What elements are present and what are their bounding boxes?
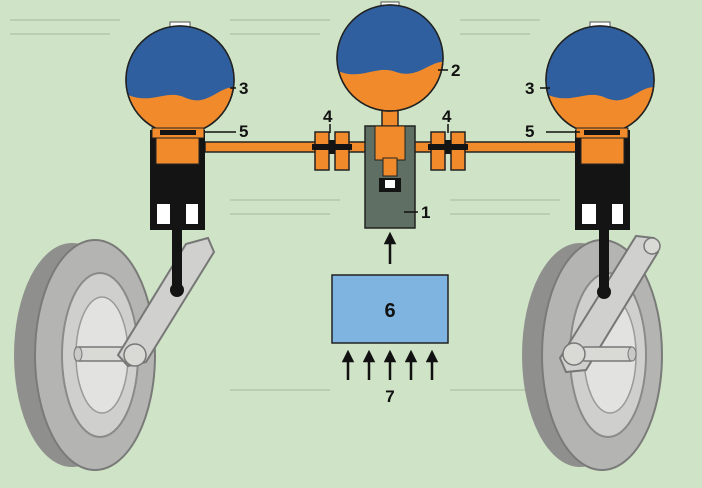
- right-valve-label: 4: [442, 107, 452, 126]
- left-valve-label: 4: [323, 107, 333, 126]
- pump: [364, 125, 416, 229]
- input-arrows: [341, 349, 439, 380]
- left-damper-label: 5: [239, 122, 248, 141]
- inputs-label: 7: [385, 387, 394, 406]
- left-sphere-leaders: [205, 87, 236, 133]
- valve-label-leaders: [329, 124, 449, 133]
- right-axle: [562, 342, 637, 366]
- left-strut: [150, 130, 205, 297]
- right-control-arm: [558, 234, 661, 374]
- right-sphere-leaders: [540, 87, 580, 133]
- right-sphere-label: 3: [525, 79, 534, 98]
- right-valve: [428, 131, 468, 171]
- left-sphere-label: 3: [239, 79, 248, 98]
- right-strut: [575, 130, 630, 299]
- control-unit: [331, 274, 449, 344]
- left-sphere: [125, 21, 235, 139]
- background-texture: [10, 19, 560, 391]
- right-damper-label: 5: [525, 122, 534, 141]
- left-valve: [312, 131, 352, 171]
- right-sphere: [545, 21, 655, 139]
- pump-label: 1: [421, 203, 430, 222]
- left-control-arm: [116, 236, 216, 368]
- center-sphere-label: 2: [451, 61, 460, 80]
- control-unit-label: 6: [384, 300, 395, 322]
- center-sphere: [336, 1, 444, 112]
